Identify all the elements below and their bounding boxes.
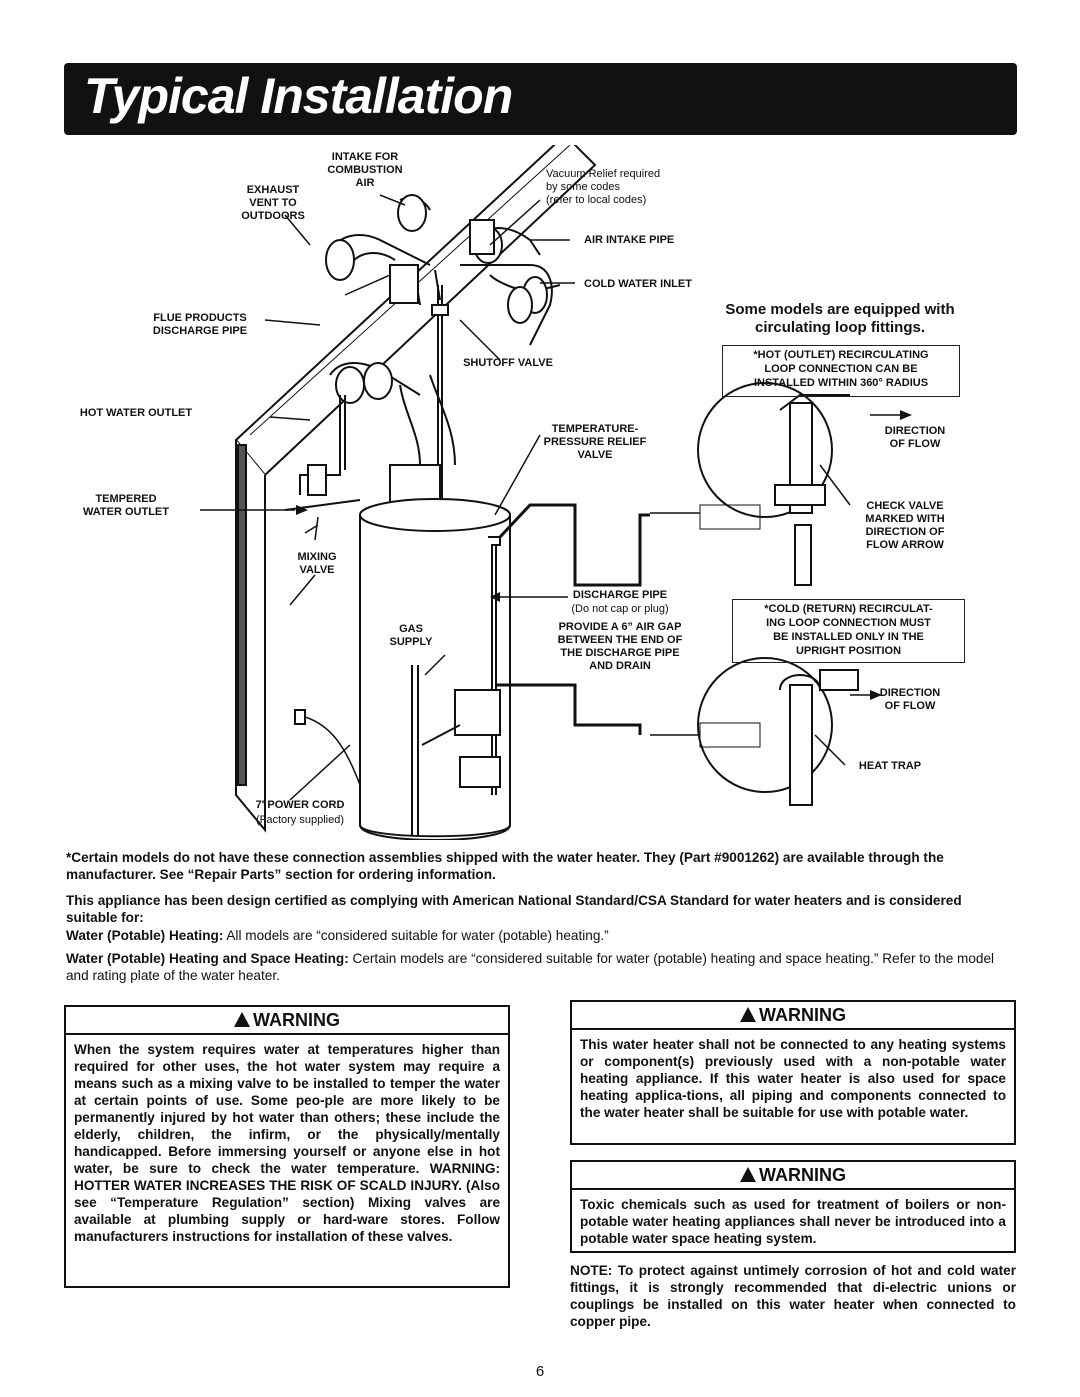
loop-fittings-note: Some models are equipped with circulatin… <box>725 301 955 336</box>
check-valve-label: CHECK VALVE MARKED WITH DIRECTION OF FLO… <box>865 500 945 551</box>
space-heating-term: Water (Potable) Heating and Space Heatin… <box>66 951 349 966</box>
discharge-pipe-label: DISCHARGE PIPE <box>572 589 668 601</box>
warning-triangle-icon <box>740 1007 756 1022</box>
intake-label: INTAKE FOR COMBUSTION AIR <box>327 151 403 189</box>
warning-header: WARNING <box>572 1162 1014 1190</box>
warning-body-toxic-chemicals: Toxic chemicals such as used for treatme… <box>580 1197 1006 1246</box>
potable-heating-text: All models are “considered suitable for … <box>223 928 609 943</box>
direction-of-flow-label-2: DIRECTION OF FLOW <box>879 687 941 712</box>
mixing-valve-label: MIXING VALVE <box>297 551 337 576</box>
warning-box-toxic-chemicals: WARNING Toxic chemicals such as used for… <box>570 1160 1016 1253</box>
warning-header-text: WARNING <box>759 1005 846 1025</box>
warning-triangle-icon <box>740 1167 756 1182</box>
vacuum-relief-label: Vacuum Relief required by some codes (re… <box>546 168 661 206</box>
potable-heating-term: Water (Potable) Heating: <box>66 928 224 943</box>
page-number: 6 <box>535 1363 545 1380</box>
cold-water-inlet-label: COLD WATER INLET <box>584 278 692 290</box>
page-title: Typical Installation <box>84 68 513 124</box>
tempered-water-outlet-label: TEMPERED WATER OUTLET <box>83 493 169 518</box>
installation-diagram: INTAKE FOR COMBUSTION AIR EXHAUST VENT T… <box>60 133 1020 841</box>
tp-relief-valve-label: TEMPERATURE- PRESSURE RELIEF VALVE <box>543 423 647 461</box>
flue-products-label: FLUE PRODUCTS DISCHARGE PIPE <box>152 312 248 337</box>
warning-triangle-icon <box>234 1012 250 1027</box>
repair-parts-paragraph: *Certain models do not have these connec… <box>66 850 944 882</box>
air-gap-label: PROVIDE A 6” AIR GAP BETWEEN THE END OF … <box>557 621 683 672</box>
warning-header: WARNING <box>66 1007 508 1035</box>
air-intake-pipe-label: AIR INTAKE PIPE <box>584 234 675 246</box>
warning-body-heating-systems: This water heater shall not be connected… <box>580 1037 1006 1120</box>
power-cord-label: 7' POWER CORD <box>255 799 345 811</box>
exhaust-label: EXHAUST VENT TO OUTDOORS <box>241 184 305 222</box>
space-heating-paragraph: Water (Potable) Heating and Space Heatin… <box>66 950 1016 984</box>
warning-box-scald: WARNING When the system requires water a… <box>64 1005 510 1288</box>
shutoff-valve-label: SHUTOFF VALVE <box>463 357 553 369</box>
power-cord-note-label: (Factory supplied) <box>255 814 345 826</box>
discharge-note-label: (Do not cap or plug) <box>571 603 669 615</box>
title-bar: Typical Installation <box>64 63 1017 135</box>
warning-header-text: WARNING <box>253 1010 340 1030</box>
gas-supply-label: GAS SUPPLY <box>389 623 433 648</box>
direction-of-flow-label-1: DIRECTION OF FLOW <box>884 425 946 450</box>
hot-recirc-box: *HOT (OUTLET) RECIRCULATING LOOP CONNECT… <box>722 345 960 397</box>
warning-header-text: WARNING <box>759 1165 846 1185</box>
warning-header: WARNING <box>572 1002 1014 1030</box>
heat-trap-label: HEAT TRAP <box>858 760 922 772</box>
warning-box-heating-systems: WARNING This water heater shall not be c… <box>570 1000 1016 1145</box>
space-heating-text: Certain models are “considered suitable … <box>66 951 995 983</box>
certification-paragraph: This appliance has been design certified… <box>66 893 962 925</box>
potable-heating-paragraph: Water (Potable) Heating: All models are … <box>66 927 1016 944</box>
corrosion-note: NOTE: To protect against untimely corros… <box>570 1263 1016 1329</box>
hot-water-outlet-label: HOT WATER OUTLET <box>79 407 193 419</box>
warning-body-scald: When the system requires water at temper… <box>74 1042 500 1244</box>
cold-recirc-box: *COLD (RETURN) RECIRCULAT- ING LOOP CONN… <box>732 599 965 663</box>
diagram-drawing <box>200 133 912 841</box>
